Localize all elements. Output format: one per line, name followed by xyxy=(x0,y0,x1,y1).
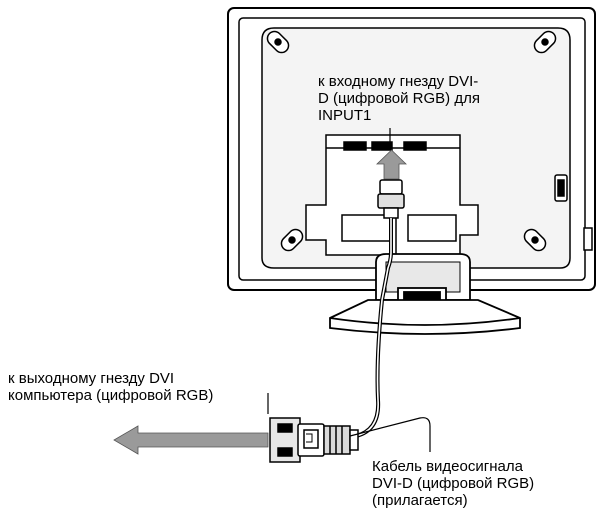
monitor-stand xyxy=(329,253,521,335)
dvi-plug-top xyxy=(377,179,405,219)
leader-lines xyxy=(267,128,431,452)
cable-label: Кабель видеосигнала DVI-D (цифровой RGB)… xyxy=(372,458,535,509)
screw-hole-icon xyxy=(266,30,557,252)
arrow-up-icon xyxy=(376,149,407,180)
arrow-left-icon xyxy=(113,425,269,455)
dvi-connector-icon xyxy=(269,417,359,463)
side-port xyxy=(554,174,568,202)
side-tab xyxy=(583,227,593,251)
computer-output-label: к выходному гнезду DVI компьютера (цифро… xyxy=(8,370,214,404)
input-connector-label: к входному гнезду DVI- D (цифровой RGB) … xyxy=(318,73,480,124)
